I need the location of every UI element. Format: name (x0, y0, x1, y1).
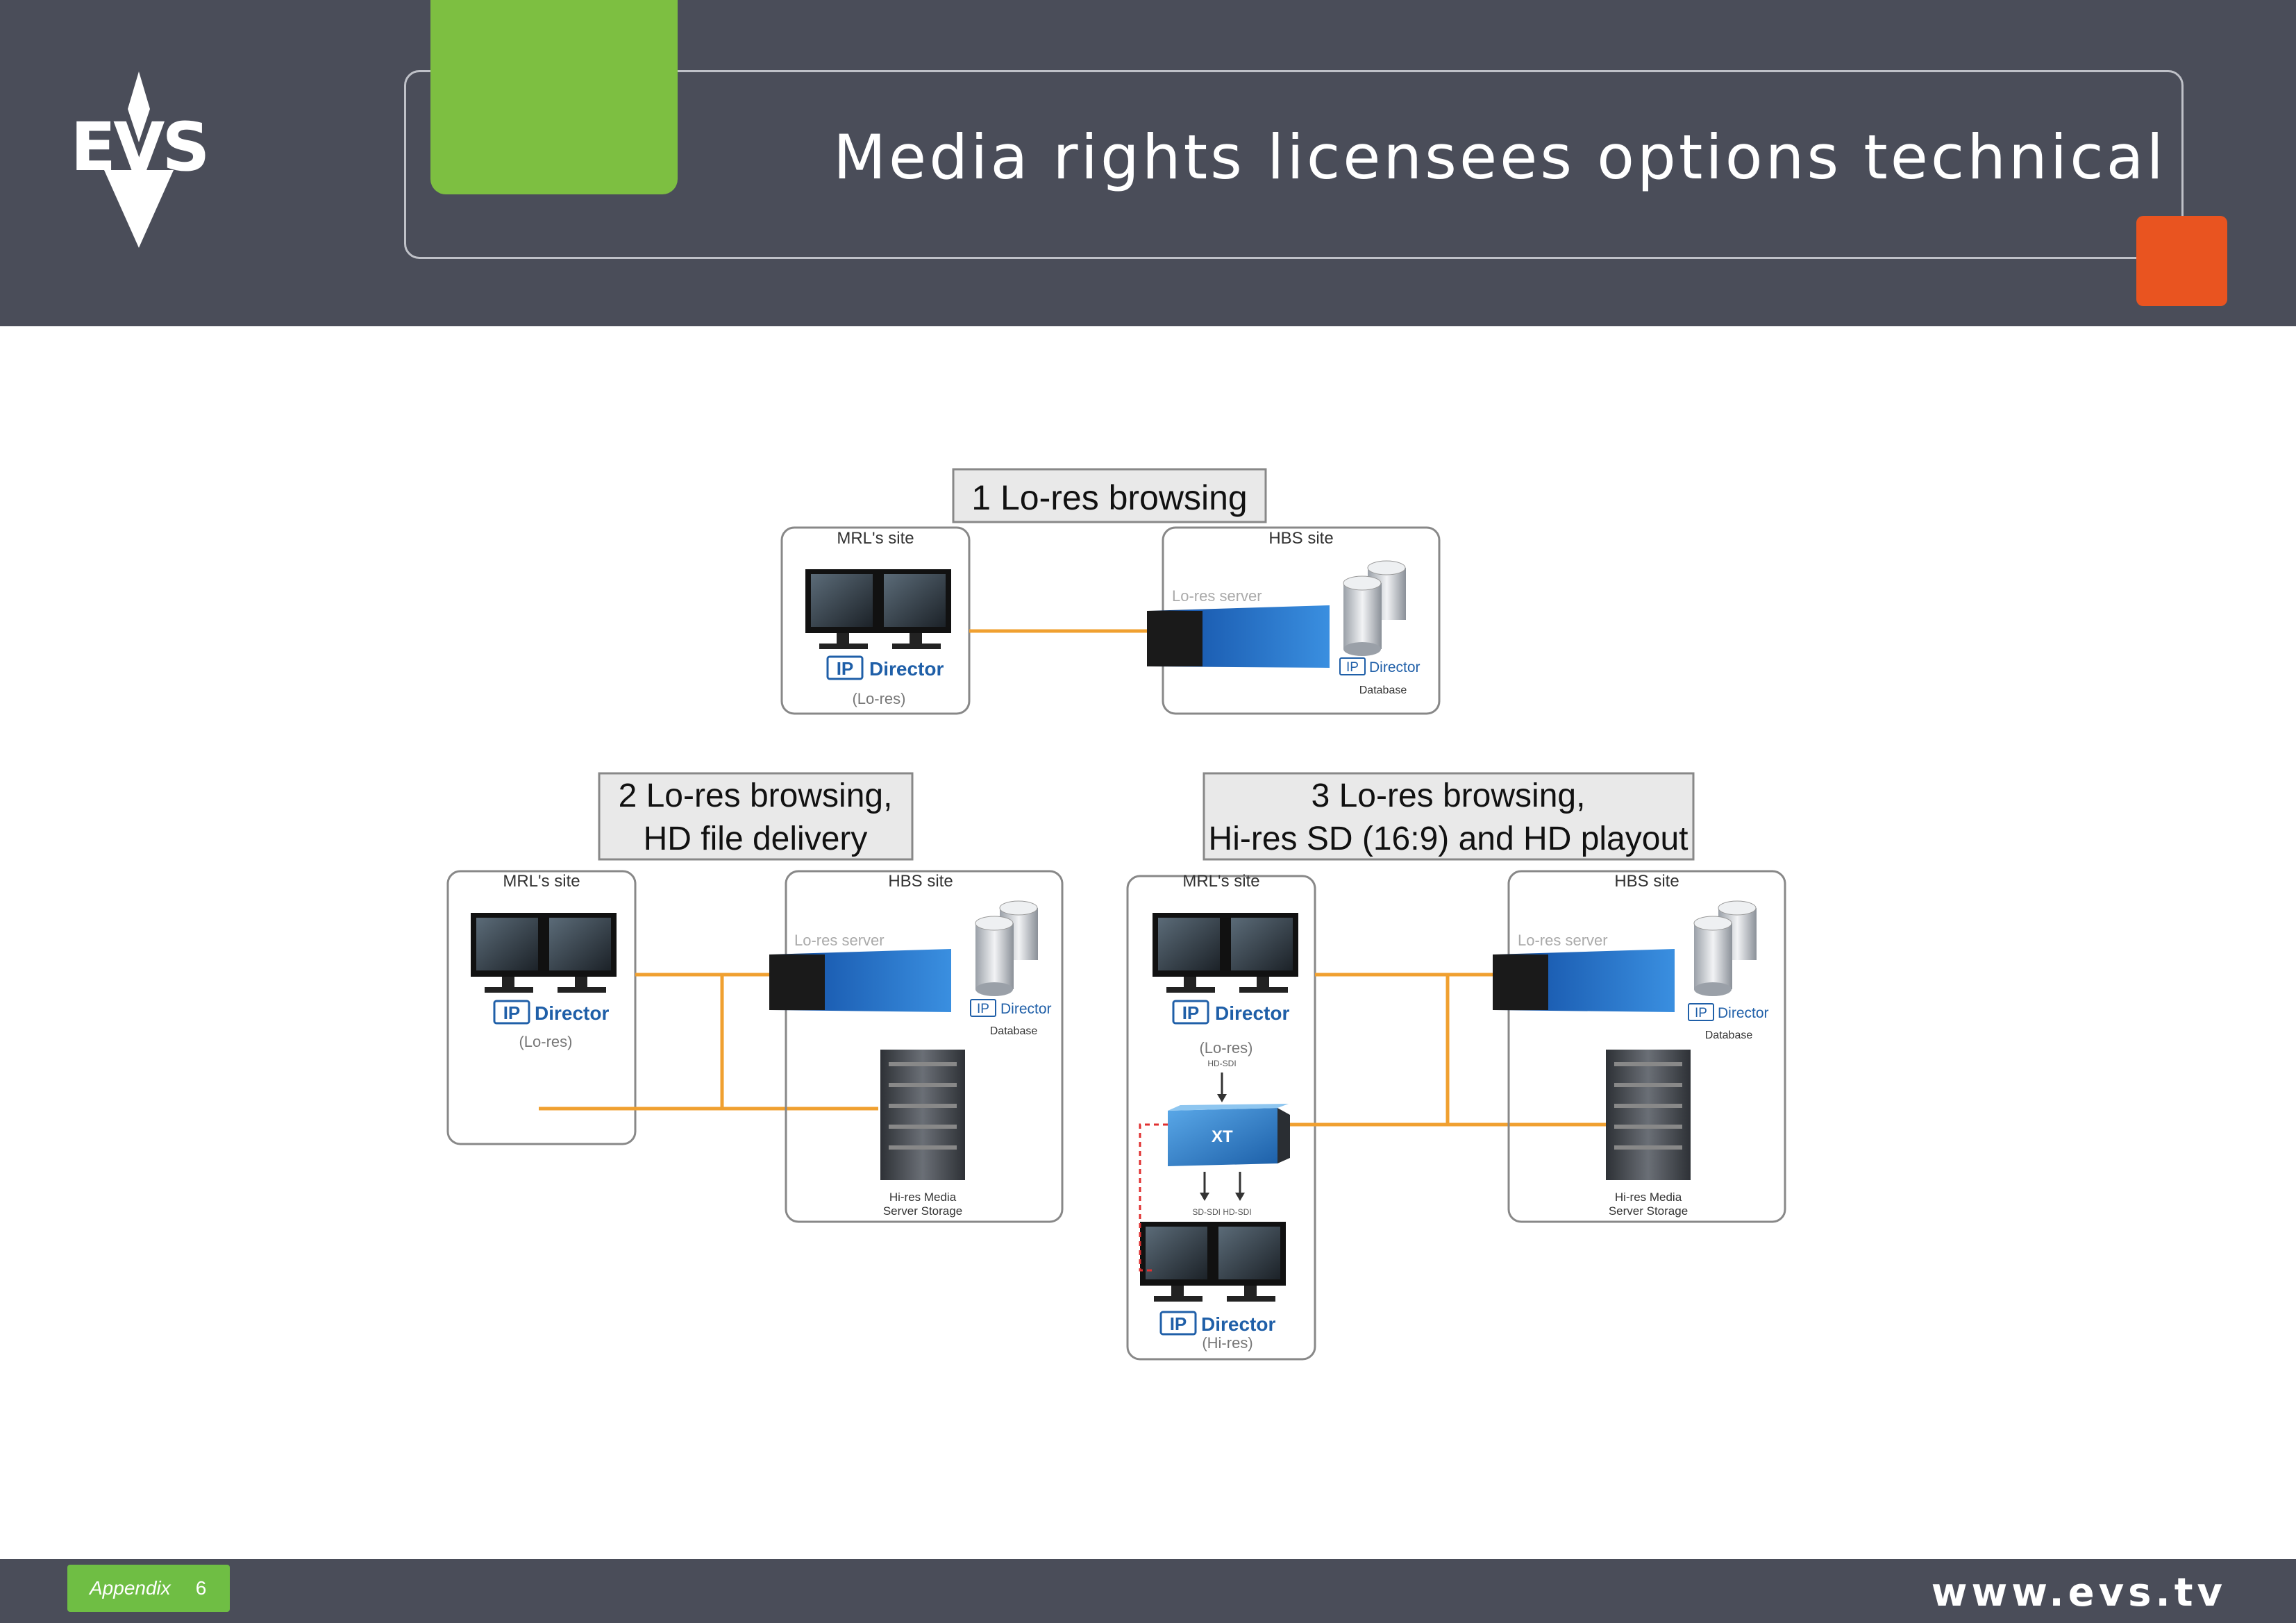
option-2-mrl-label: MRL's site (503, 872, 580, 891)
option-2-db-ip-tag-box (970, 999, 996, 1017)
footer-bar (0, 1559, 2296, 1623)
option-3-hbs-box (1507, 870, 1786, 1223)
option-1-mrl-box (780, 526, 971, 715)
orange-square (2136, 216, 2227, 306)
option-1-mrl-label: MRL's site (837, 529, 914, 548)
option-2-ip-tag: IP (503, 1002, 521, 1023)
option-3-sdsdi-hdsdi-label: SD-SDI HD-SDI (1192, 1207, 1251, 1217)
option-3-storage-line1: Hi-res Media (1615, 1191, 1682, 1204)
option-3-monitors-hires (1140, 1222, 1286, 1302)
option-2-heading-box (598, 772, 914, 861)
xt-label: XT (1212, 1127, 1233, 1146)
option-1-monitors (805, 569, 951, 649)
option-1-lores-note: (Lo-res) (852, 690, 905, 707)
option-1-db-director: Director (1369, 659, 1421, 675)
option-2-ip-tag-box (493, 1000, 530, 1025)
option-3-director-label: Director (1215, 1002, 1289, 1024)
option-2-mrl-box (446, 870, 637, 1145)
option-3-lores-server-label: Lo-res server (1518, 932, 1608, 949)
footer-page-number: 6 (195, 1577, 207, 1599)
option-1-director-label: Director (869, 658, 944, 680)
option-3-database-icon (1693, 900, 1757, 996)
option-1-hbs-label: HBS site (1268, 529, 1333, 548)
option-3-hdsdi-label: HD-SDI (1207, 1059, 1236, 1068)
option-3-heading-box (1203, 772, 1695, 861)
option-3-hbs-label: HBS site (1614, 872, 1679, 891)
option-1-heading-box (952, 468, 1267, 523)
option-1-database-label: Database (1359, 684, 1407, 696)
option-1-ip-tag: IP (837, 658, 854, 679)
option-2-db-ip-tag: IP (977, 1002, 989, 1016)
option-3-mrl-label: MRL's site (1182, 872, 1259, 891)
option-3-storage-rack (1606, 1050, 1691, 1180)
option-1-heading: 1 Lo-res browsing (971, 478, 1247, 517)
footer-url[interactable]: www.evs.tv (1931, 1570, 2227, 1615)
option-3-heading-line2: Hi-res SD (16:9) and HD playout (1209, 821, 1689, 857)
option-1-db-ip-tag-box (1339, 657, 1366, 675)
option-3-hires-ip-tag-box (1159, 1311, 1197, 1336)
title-frame (404, 70, 2184, 259)
option-1-ip-tag-box (826, 655, 864, 680)
option-2-database-icon (975, 900, 1038, 996)
network-diagram: 1 Lo-res browsing MRL's site IP Director… (446, 468, 1786, 1361)
option-2-lores-note: (Lo-res) (519, 1033, 572, 1050)
option-2-storage-rack (880, 1050, 965, 1180)
footer-section-label: Appendix (90, 1577, 171, 1599)
option-1-lores-server-label: Lo-res server (1172, 587, 1262, 605)
option-2-hbs-box (785, 870, 1064, 1223)
option-2-hbs-label: HBS site (888, 872, 953, 891)
option-3-monitors-lores (1153, 913, 1298, 993)
option-1-server-icon (1147, 605, 1330, 668)
option-2-storage-line1: Hi-res Media (889, 1191, 957, 1204)
logo-text: EVS (70, 108, 207, 186)
option-2-group: 2 Lo-res browsing, HD file delivery MRL'… (446, 772, 1064, 1223)
option-2-lores-server-label: Lo-res server (794, 932, 885, 949)
option-2-monitors (471, 913, 617, 993)
option-3-ip-tag: IP (1182, 1002, 1200, 1023)
page-title: Media rights licensees options technical (833, 121, 2166, 193)
option-3-mrl-box (1126, 875, 1316, 1361)
option-2-database-label: Database (990, 1025, 1038, 1037)
option-3-hires-note: (Hi-res) (1202, 1334, 1252, 1352)
option-3-hires-ip-tag: IP (1170, 1313, 1187, 1334)
option-3-hires-director-label: Director (1201, 1313, 1275, 1335)
option-3-database-label: Database (1705, 1029, 1753, 1041)
option-2-director-label: Director (535, 1002, 609, 1024)
option-1-database-icon (1343, 560, 1406, 656)
option-3-storage-line2: Server Storage (1609, 1204, 1688, 1218)
option-3-heading-line1: 3 Lo-res browsing, (1312, 777, 1586, 814)
header-bar (0, 0, 2296, 326)
footer-section-badge: Appendix 6 (67, 1565, 230, 1612)
xt-server-icon (1168, 1104, 1290, 1166)
option-2-heading-line2: HD file delivery (644, 821, 868, 857)
option-2-db-director: Director (1000, 1001, 1052, 1017)
option-2-heading-line1: 2 Lo-res browsing, (619, 777, 893, 814)
option-2-storage-line2: Server Storage (883, 1204, 962, 1218)
option-3-lores-note: (Lo-res) (1199, 1039, 1252, 1057)
option-3-db-director: Director (1718, 1005, 1769, 1021)
option-3-db-ip-tag: IP (1695, 1006, 1707, 1020)
option-3-db-ip-tag-box (1688, 1003, 1714, 1021)
option-3-server-icon (1493, 949, 1675, 1012)
option-1-db-ip-tag: IP (1346, 660, 1359, 675)
green-tab (430, 0, 678, 194)
option-2-server-icon (769, 949, 951, 1012)
option-3-ip-tag-box (1172, 1000, 1209, 1025)
option-1-group: 1 Lo-res browsing MRL's site IP Director… (780, 468, 1441, 715)
evs-logo: EVS (70, 72, 210, 248)
option-3-red-dashed-link (1139, 1123, 1168, 1272)
option-3-group: 3 Lo-res browsing, Hi-res SD (16:9) and … (1126, 772, 1786, 1361)
